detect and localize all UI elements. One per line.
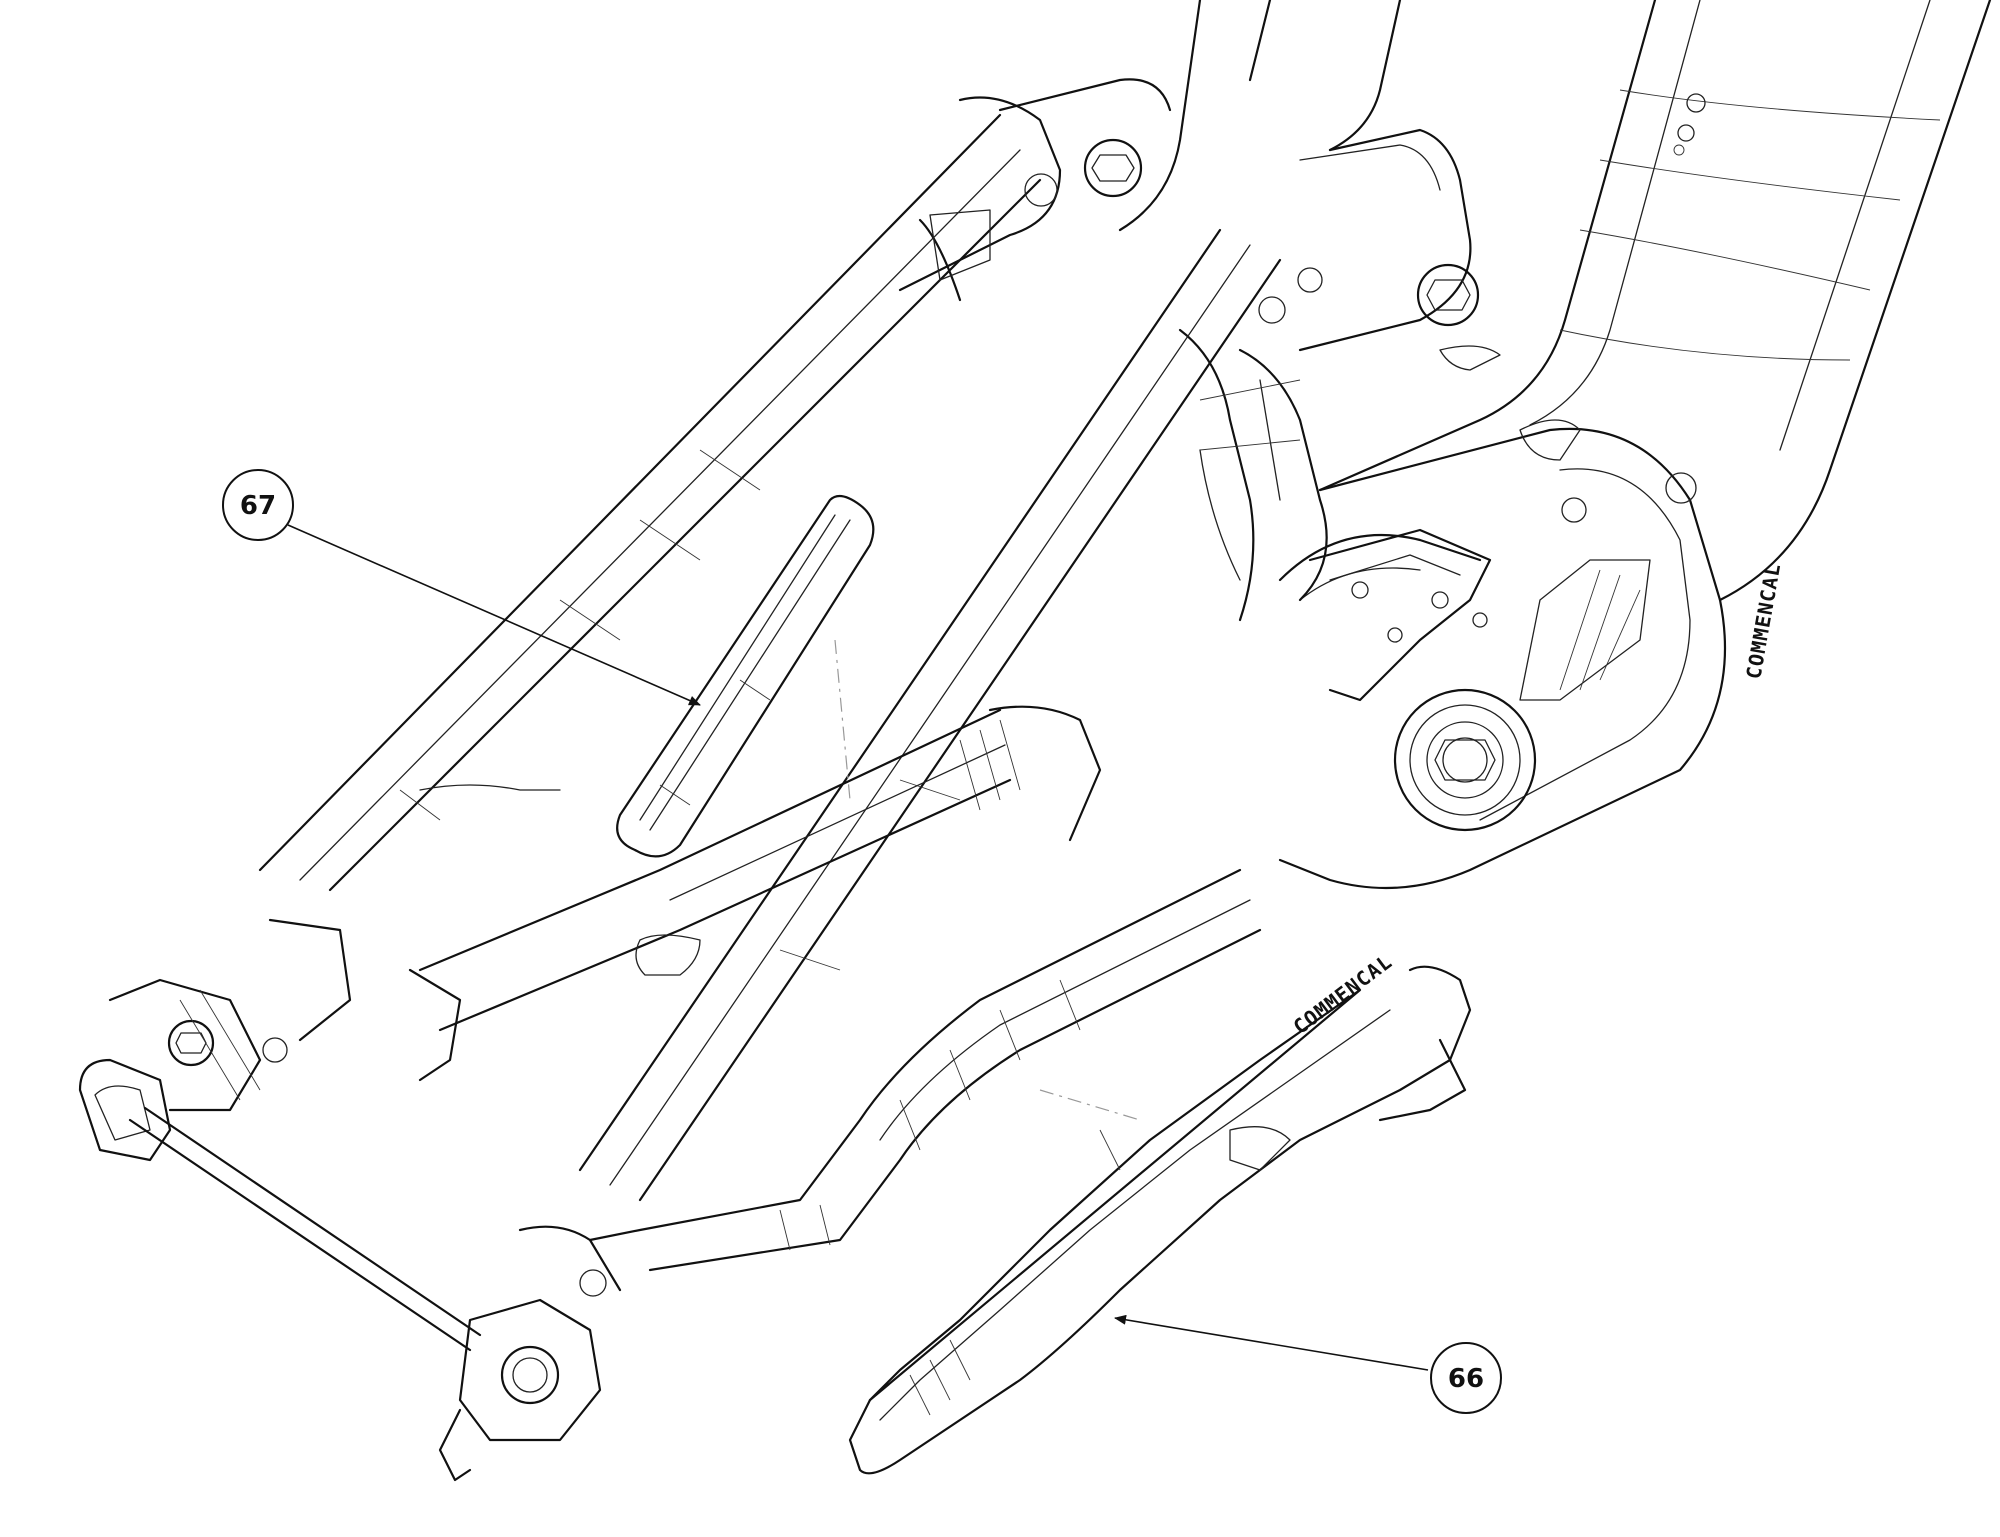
callout-66: 66	[1114, 1314, 1502, 1414]
bottom-bracket	[1278, 533, 1537, 832]
down-tube	[1318, 0, 1992, 602]
chain-stay	[418, 705, 1262, 1272]
seat-tube-linkage	[1083, 0, 1581, 622]
callout-67-label: 67	[240, 491, 276, 521]
seat-stays	[258, 78, 1282, 1202]
guard-brand-label: COMMENCAL	[1289, 949, 1397, 1039]
callout-66-label: 66	[1448, 1364, 1484, 1394]
callout-67-circle	[222, 469, 294, 541]
assembly-lines	[834, 639, 1141, 1121]
callout-66-circle	[1430, 1342, 1502, 1414]
motor-housing: COMMENCAL	[1278, 427, 1785, 890]
frame-brand-label: COMMENCAL	[1741, 561, 1785, 681]
callout-67: 67	[222, 469, 701, 706]
rear-dropouts	[78, 918, 622, 1482]
part-66-protector: COMMENCAL	[848, 949, 1472, 1475]
part-67-protector	[616, 494, 875, 858]
chain-guide	[1308, 528, 1492, 702]
